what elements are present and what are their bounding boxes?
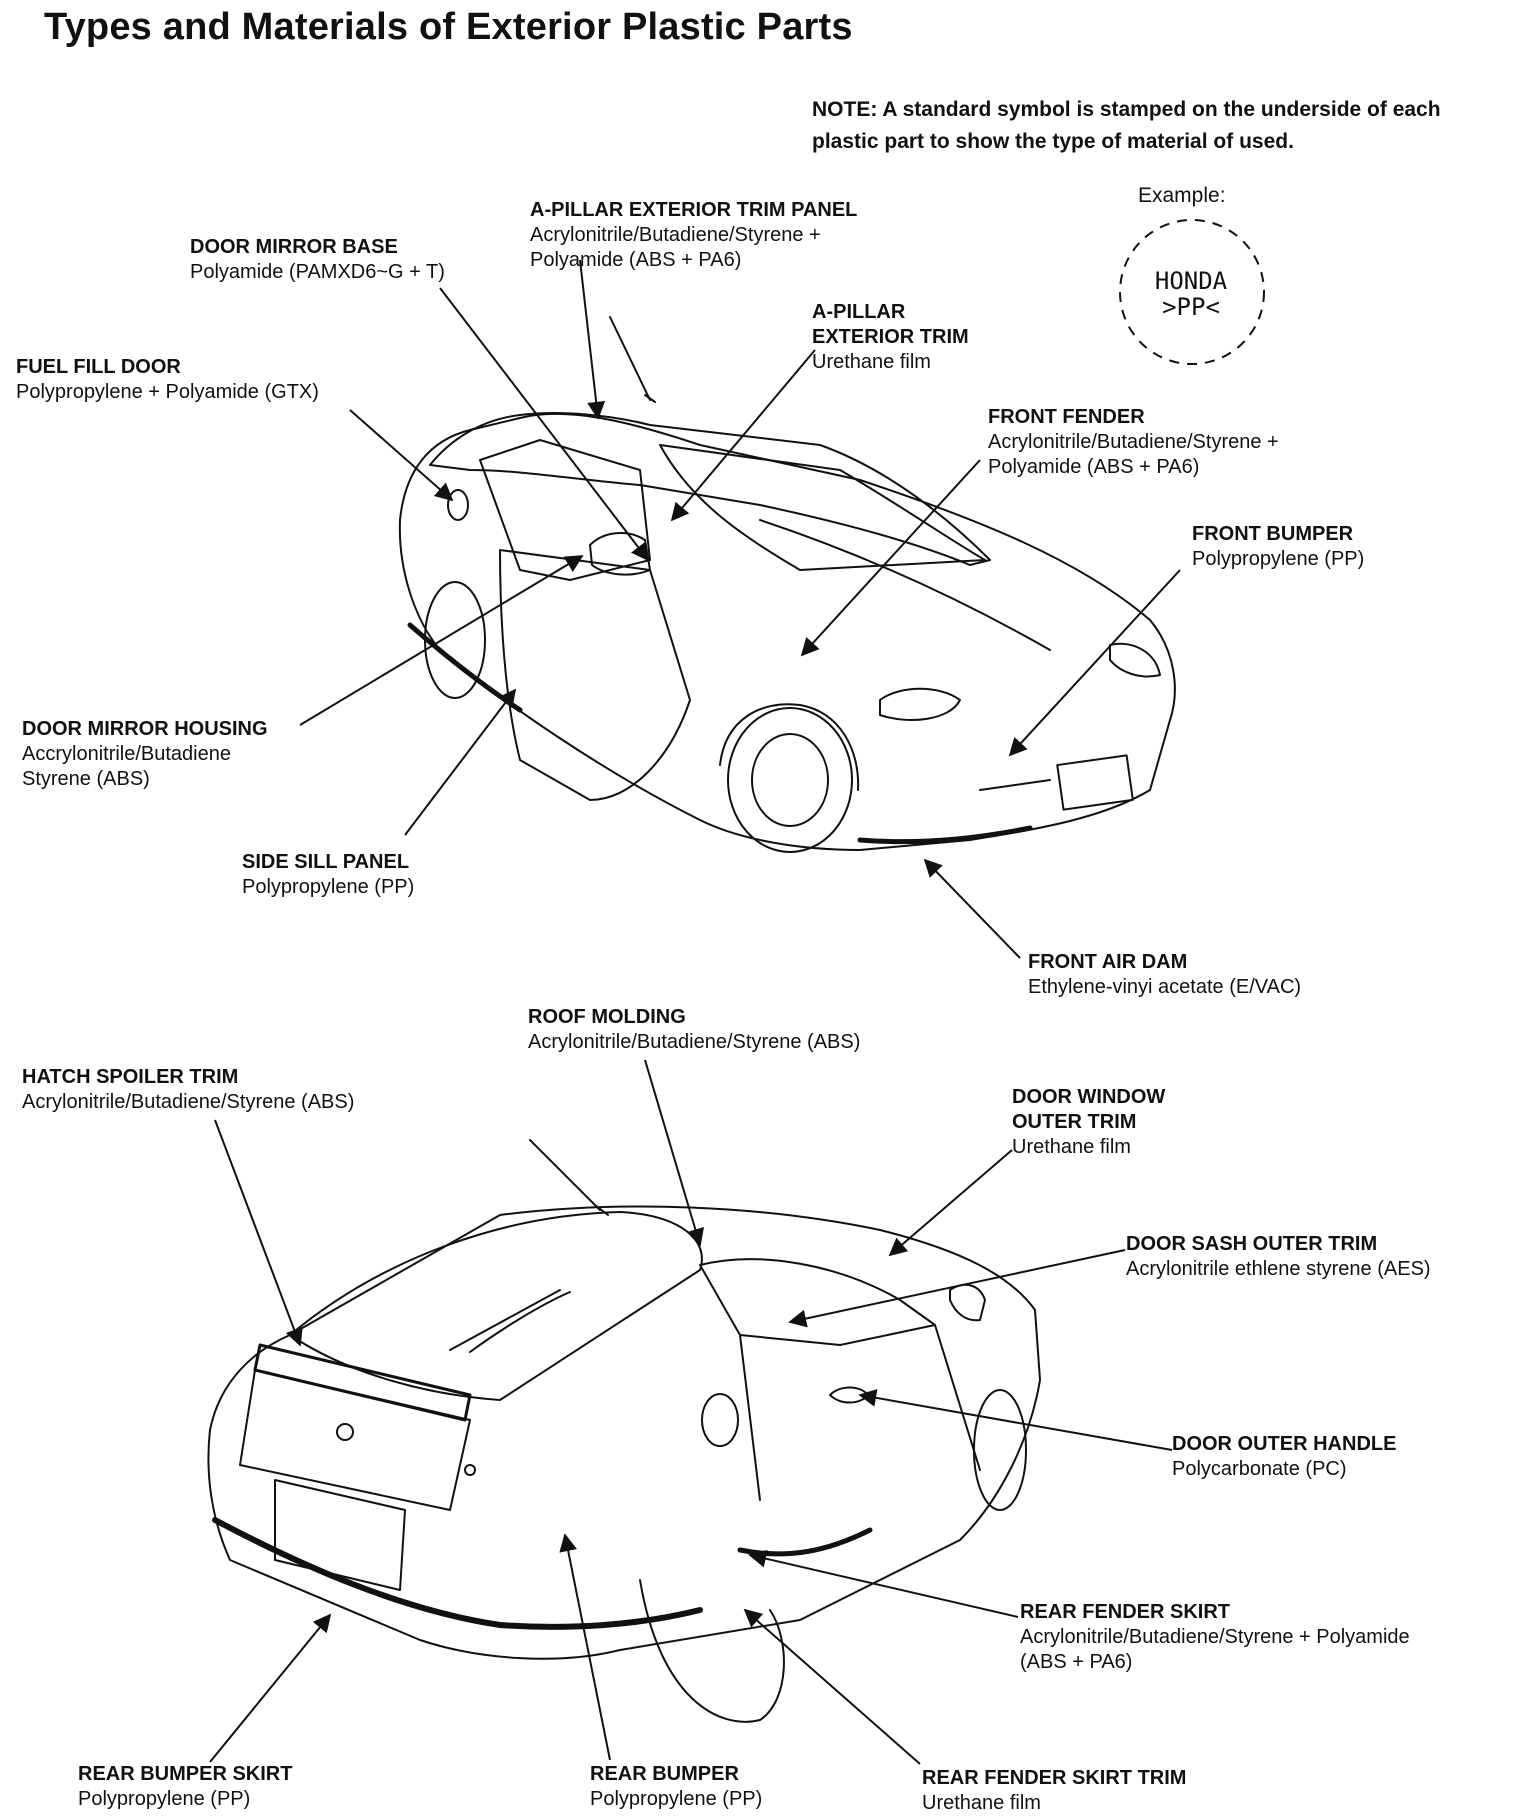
stamp-line-2: >PP< bbox=[1162, 293, 1220, 321]
leader-fuel-fill-door bbox=[349, 409, 454, 502]
leader-door-mirror-housing bbox=[299, 555, 584, 726]
leader-door-outer-handle bbox=[858, 1388, 1173, 1451]
part-material: Ethylene-vinyi acetate (E/VAC) bbox=[1028, 976, 1302, 998]
part-name: SIDE SILL PANEL bbox=[242, 851, 410, 873]
callout-fuel-fill-door: FUEL FILL DOOR Polypropylene + Polyamide… bbox=[16, 355, 319, 405]
leader-a-pillar-trim-panel bbox=[579, 259, 606, 420]
part-name: HATCH SPOILER TRIM bbox=[22, 1066, 239, 1088]
callout-door-mirror-base: DOOR MIRROR BASE Polyamide (PAMXD6~G + T… bbox=[190, 235, 445, 285]
callout-front-bumper: FRONT BUMPER Polypropylene (PP) bbox=[1192, 522, 1364, 572]
leader-door-mirror-base bbox=[439, 287, 650, 562]
callout-door-window-outer-trim: DOOR WINDOW OUTER TRIM Urethane film bbox=[1012, 1085, 1165, 1160]
callout-front-air-dam: FRONT AIR DAM Ethylene-vinyi acetate (E/… bbox=[1028, 950, 1301, 1000]
callout-door-outer-handle: DOOR OUTER HANDLE Polycarbonate (PC) bbox=[1172, 1432, 1396, 1482]
callout-front-fender: FRONT FENDER Acrylonitrile/Butadiene/Sty… bbox=[988, 405, 1279, 480]
leader-roof-molding bbox=[644, 1059, 705, 1247]
part-name: REAR BUMPER SKIRT bbox=[78, 1763, 293, 1785]
part-name: DOOR SASH OUTER TRIM bbox=[1126, 1233, 1378, 1255]
callout-rear-fender-skirt-trim: REAR FENDER SKIRT TRIM Urethane film bbox=[922, 1766, 1186, 1816]
part-name: FRONT BUMPER bbox=[1192, 523, 1354, 545]
page-title: Types and Materials of Exterior Plastic … bbox=[44, 6, 853, 48]
part-name: REAR FENDER SKIRT TRIM bbox=[922, 1767, 1187, 1789]
callout-door-mirror-housing: DOOR MIRROR HOUSING Accrylonitrile/Butad… bbox=[22, 717, 268, 792]
callout-rear-fender-skirt: REAR FENDER SKIRT Acrylonitrile/Butadien… bbox=[1020, 1600, 1410, 1675]
leader-door-sash-outer-trim bbox=[788, 1249, 1126, 1328]
leader-front-air-dam bbox=[923, 858, 1021, 959]
part-material: Acrylonitrile ethlene styrene (AES) bbox=[1126, 1258, 1431, 1280]
material-stamp-example: HONDA >PP< bbox=[1118, 268, 1264, 320]
part-name: REAR FENDER SKIRT bbox=[1020, 1601, 1231, 1623]
part-material: Polycarbonate (PC) bbox=[1172, 1458, 1347, 1480]
part-material: Accrylonitrile/Butadiene Styrene (ABS) bbox=[22, 743, 231, 790]
part-material: Acrylonitrile/Butadiene/Styrene + Polyam… bbox=[988, 431, 1279, 478]
leader-rear-bumper bbox=[559, 1533, 611, 1761]
part-material: Acrylonitrile/Butadiene/Styrene + Polyam… bbox=[530, 224, 821, 271]
part-material: Acrylonitrile/Butadiene/Styrene (ABS) bbox=[22, 1091, 355, 1113]
part-material: Urethane film bbox=[1012, 1136, 1131, 1158]
material-symbol-note: NOTE: A standard symbol is stamped on th… bbox=[812, 98, 1441, 153]
part-name: FUEL FILL DOOR bbox=[16, 356, 181, 378]
part-material: Polypropylene (PP) bbox=[590, 1788, 763, 1810]
part-material: Acrylonitrile/Butadiene/Styrene + Polyam… bbox=[1020, 1626, 1410, 1673]
part-name: ROOF MOLDING bbox=[528, 1006, 686, 1028]
example-label: Example: bbox=[1138, 184, 1226, 207]
part-name: REAR BUMPER bbox=[590, 1763, 739, 1785]
part-name: DOOR MIRROR BASE bbox=[190, 236, 398, 258]
front-car-drawing bbox=[398, 316, 1176, 853]
rear-car-drawing bbox=[207, 1139, 1041, 1723]
part-material: Polypropylene (PP) bbox=[78, 1788, 251, 1810]
part-material: Polypropylene + Polyamide (GTX) bbox=[16, 381, 319, 403]
rear-car-leader-lines bbox=[209, 1059, 1173, 1765]
leader-rear-bumper-skirt bbox=[209, 1613, 332, 1763]
part-name: DOOR MIRROR HOUSING bbox=[22, 718, 268, 740]
part-name: A-PILLAR EXTERIOR TRIM PANEL bbox=[530, 199, 858, 221]
callout-door-sash-outer-trim: DOOR SASH OUTER TRIM Acrylonitrile ethle… bbox=[1126, 1232, 1431, 1282]
stamp-circle bbox=[1119, 219, 1265, 365]
leader-hatch-spoiler-trim bbox=[214, 1119, 303, 1347]
leader-door-window-outer-trim bbox=[888, 1149, 1013, 1257]
part-name: A-PILLAR EXTERIOR TRIM bbox=[812, 301, 969, 348]
leader-rear-fender-skirt-trim bbox=[743, 1608, 921, 1765]
callout-a-pillar-exterior-trim-panel: A-PILLAR EXTERIOR TRIM PANEL Acrylonitri… bbox=[530, 198, 857, 273]
part-material: Urethane film bbox=[922, 1792, 1041, 1814]
part-name: DOOR WINDOW OUTER TRIM bbox=[1012, 1086, 1166, 1133]
callout-side-sill-panel: SIDE SILL PANEL Polypropylene (PP) bbox=[242, 850, 414, 900]
callout-rear-bumper: REAR BUMPER Polypropylene (PP) bbox=[590, 1762, 762, 1812]
part-material: Polypropylene (PP) bbox=[242, 876, 415, 898]
stamp-line-1: HONDA bbox=[1154, 267, 1228, 295]
callout-a-pillar-exterior-trim: A-PILLAR EXTERIOR TRIM Urethane film bbox=[812, 300, 969, 375]
part-name: FRONT AIR DAM bbox=[1028, 951, 1188, 973]
part-material: Polypropylene (PP) bbox=[1192, 548, 1365, 570]
front-car-leader-lines bbox=[299, 259, 1181, 959]
callout-rear-bumper-skirt: REAR BUMPER SKIRT Polypropylene (PP) bbox=[78, 1762, 292, 1812]
leader-side-sill-panel bbox=[404, 688, 517, 836]
callout-roof-molding: ROOF MOLDING Acrylonitrile/Butadiene/Sty… bbox=[528, 1005, 860, 1055]
leader-rear-fender-skirt bbox=[748, 1549, 1019, 1618]
leader-a-pillar-exterior-trim bbox=[670, 349, 816, 522]
callout-hatch-spoiler-trim: HATCH SPOILER TRIM Acrylonitrile/Butadie… bbox=[22, 1065, 354, 1115]
leader-front-fender bbox=[800, 459, 981, 657]
part-name: DOOR OUTER HANDLE bbox=[1172, 1433, 1397, 1455]
part-material: Polyamide (PAMXD6~G + T) bbox=[190, 261, 445, 283]
part-material: Urethane film bbox=[812, 351, 931, 373]
part-name: FRONT FENDER bbox=[988, 406, 1145, 428]
leader-front-bumper bbox=[1008, 569, 1181, 757]
part-material: Acrylonitrile/Butadiene/Styrene (ABS) bbox=[528, 1031, 861, 1053]
